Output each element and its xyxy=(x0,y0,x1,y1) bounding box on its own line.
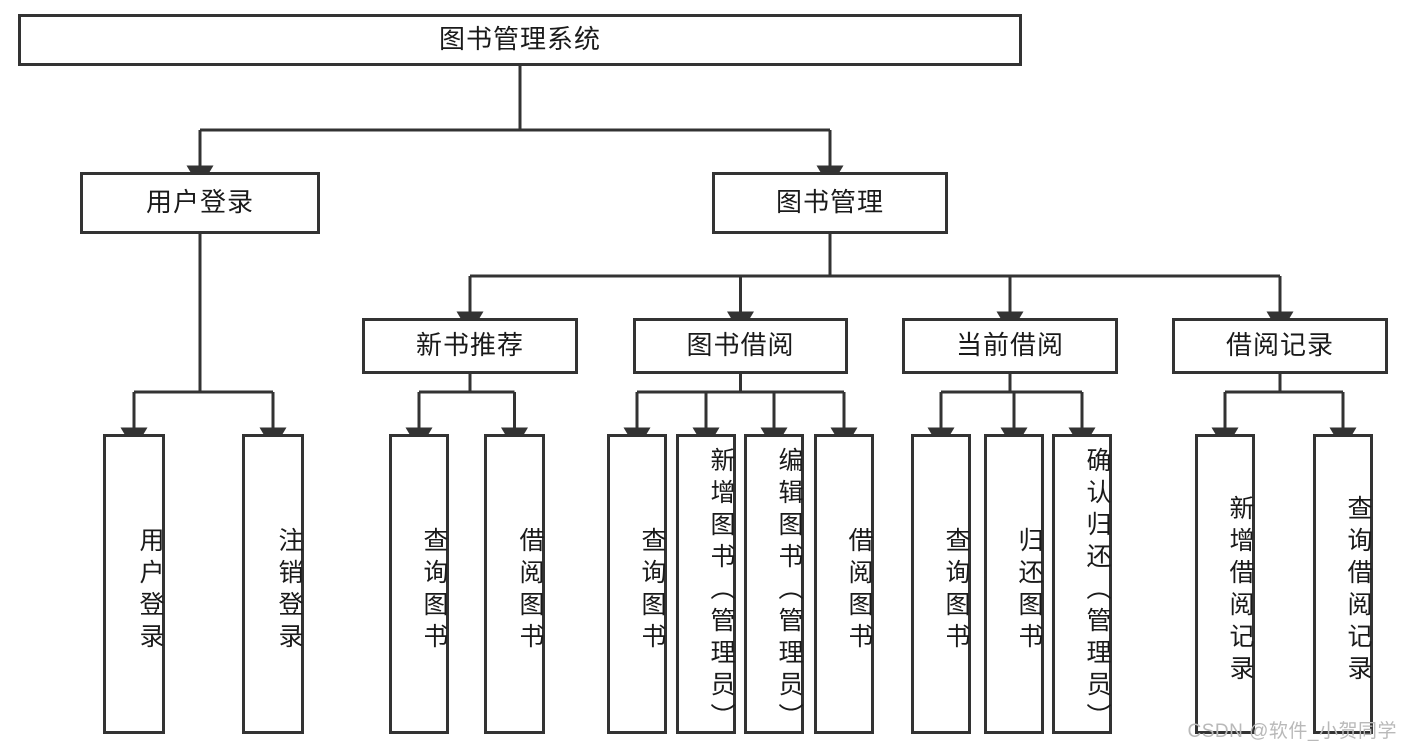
node-book-manage[interactable]: 图书管理 xyxy=(712,172,948,234)
node-label: 图书管理系统 xyxy=(438,24,601,55)
node-leaf-confirm-return[interactable]: 确认归还（管理员） xyxy=(1052,434,1112,735)
node-label: 用户登录 xyxy=(145,187,254,218)
node-book-borrow[interactable]: 图书借阅 xyxy=(633,318,848,374)
node-label: 编辑图书（管理员） xyxy=(775,447,803,735)
node-label: 注销登录 xyxy=(275,527,303,655)
node-leaf-edit-book[interactable]: 编辑图书（管理员） xyxy=(744,434,804,735)
node-label: 借阅图书 xyxy=(516,527,544,655)
node-label: 查询图书 xyxy=(420,527,448,655)
node-root[interactable]: 图书管理系统 xyxy=(18,14,1022,66)
node-label: 新增图书（管理员） xyxy=(707,447,735,735)
node-user-login[interactable]: 用户登录 xyxy=(80,172,320,234)
node-label: 新增借阅记录 xyxy=(1226,495,1254,687)
node-leaf-user-login[interactable]: 用户登录 xyxy=(103,434,165,734)
node-label: 确认归还（管理员） xyxy=(1083,447,1111,735)
node-label: 图书管理 xyxy=(775,187,884,218)
node-leaf-query-book-3[interactable]: 查询图书 xyxy=(911,434,971,734)
node-leaf-query-book-2[interactable]: 查询图书 xyxy=(607,434,667,734)
node-label: 借阅图书 xyxy=(845,527,873,655)
node-label: 查询借阅记录 xyxy=(1344,495,1372,687)
watermark: CSDN @软件_小贺同学 xyxy=(1187,721,1397,742)
node-label: 查询图书 xyxy=(942,527,970,655)
node-leaf-borrow-book-2[interactable]: 借阅图书 xyxy=(814,434,874,734)
node-borrow-record[interactable]: 借阅记录 xyxy=(1172,318,1388,374)
node-current-borrow[interactable]: 当前借阅 xyxy=(902,318,1118,374)
node-label: 图书借阅 xyxy=(686,330,795,361)
node-label: 查询图书 xyxy=(638,527,666,655)
node-leaf-query-record[interactable]: 查询借阅记录 xyxy=(1313,434,1373,734)
node-label: 当前借阅 xyxy=(955,330,1064,361)
node-new-book-rec[interactable]: 新书推荐 xyxy=(362,318,578,374)
node-leaf-return-book[interactable]: 归还图书 xyxy=(984,434,1044,734)
node-leaf-borrow-book-1[interactable]: 借阅图书 xyxy=(484,434,545,734)
node-label: 借阅记录 xyxy=(1225,330,1334,361)
node-label: 新书推荐 xyxy=(415,330,524,361)
node-leaf-add-record[interactable]: 新增借阅记录 xyxy=(1195,434,1255,734)
node-leaf-logout[interactable]: 注销登录 xyxy=(242,434,304,734)
node-label: 归还图书 xyxy=(1015,527,1043,655)
node-leaf-add-book[interactable]: 新增图书（管理员） xyxy=(676,434,736,735)
node-leaf-query-book-1[interactable]: 查询图书 xyxy=(389,434,449,734)
node-label: 用户登录 xyxy=(136,527,164,655)
